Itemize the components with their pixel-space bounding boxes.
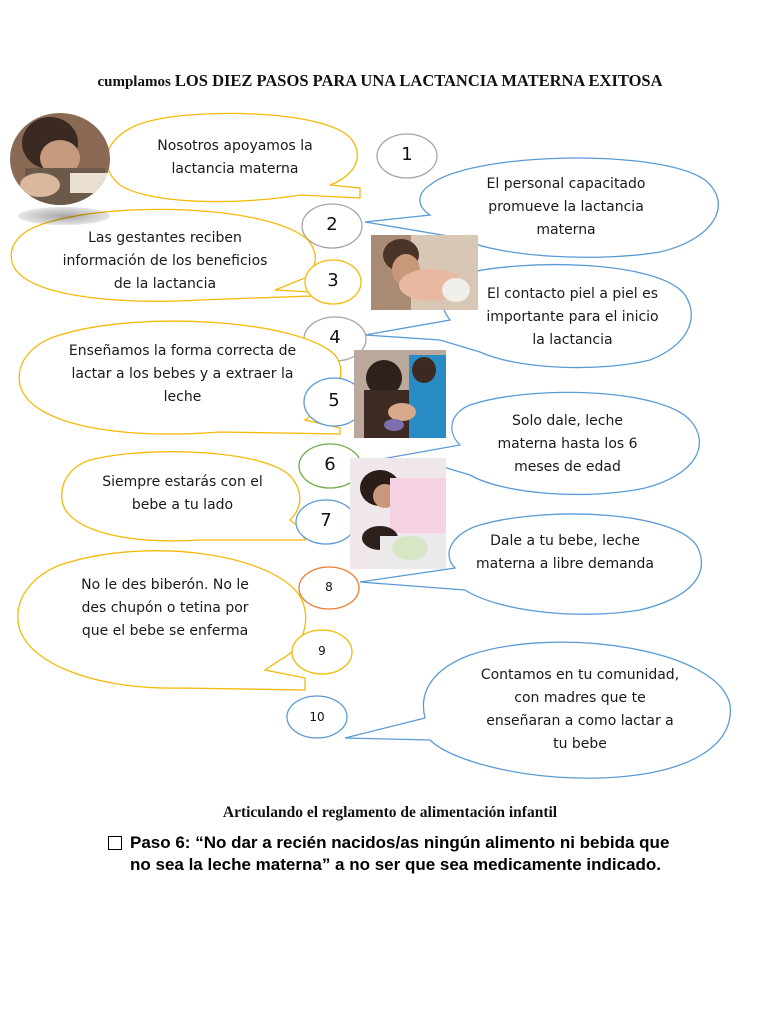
mother-breastfeeding-photo-round [10,113,110,205]
step-9-number: 9 [318,644,326,658]
step-5-number: 5 [328,390,340,411]
round-photo-shadow [18,207,110,225]
checkbox-icon [108,836,122,850]
page-title: cumplamos LOS DIEZ PASOS PARA UNA LACTAN… [80,70,680,93]
step-8-text: Dale a tu bebe, leche materna a libre de… [476,533,654,572]
step-4-number: 4 [329,327,341,348]
step-6-text: Solo dale, leche materna hasta los 6 mes… [497,413,638,475]
step-10-text: Contamos en tu comunidad, con madres que… [480,667,680,752]
circle-step-10 [286,695,348,739]
breastfeeding-instruction-photo [354,350,446,438]
step-3-text: Las gestantes reciben información de los… [62,230,268,292]
bubble-step-2 [364,157,719,258]
bubble-step-7 [61,451,306,542]
step-10-number: 10 [309,710,325,724]
step-4-text: El contacto piel a piel es importante pa… [486,286,659,348]
step-2-text: El personal capacitado promueve la lacta… [486,176,646,238]
mother-with-baby-photo [350,458,446,569]
circle-step-9 [291,629,353,675]
step-7-number: 7 [320,510,332,531]
rule-text: Paso 6: “No dar a recién nacidos/as ning… [130,833,670,874]
skin-to-skin-photo [371,235,478,310]
bubble-step-3 [10,208,316,302]
section-subtitle: Articulando el reglamento de alimentació… [222,804,558,821]
circle-step-3 [304,259,362,305]
bubble-step-6 [364,391,701,496]
bubble-step-9 [17,550,307,691]
bubble-step-8 [359,513,703,615]
circle-step-8 [298,566,360,610]
title-main: LOS DIEZ PASOS PARA UNA LACTANCIA MATERN… [174,71,663,90]
step-7-text: Siempre estarás con el bebe a tu lado [102,474,263,513]
circle-step-2 [301,203,363,249]
step-1-number: 1 [401,144,413,165]
step-9-text: No le des biberón. No le des chupón o te… [81,577,249,639]
step-5-text: Enseñamos la forma correcta de lactar a … [68,343,297,405]
step-1-text: Nosotros apoyamos la lactancia materna [157,138,313,177]
step-2-number: 2 [326,214,338,235]
step-3-number: 3 [327,270,339,291]
title-lead: cumplamos [97,74,171,90]
bubble-step-1 [105,112,361,203]
rule-paragraph: Paso 6: “No dar a recién nacidos/as ning… [108,832,688,876]
bubble-step-10 [344,641,731,779]
step-6-number: 6 [324,454,336,475]
bubble-step-5 [18,320,342,435]
circle-step-1 [376,133,438,179]
step-8-number: 8 [325,580,333,594]
